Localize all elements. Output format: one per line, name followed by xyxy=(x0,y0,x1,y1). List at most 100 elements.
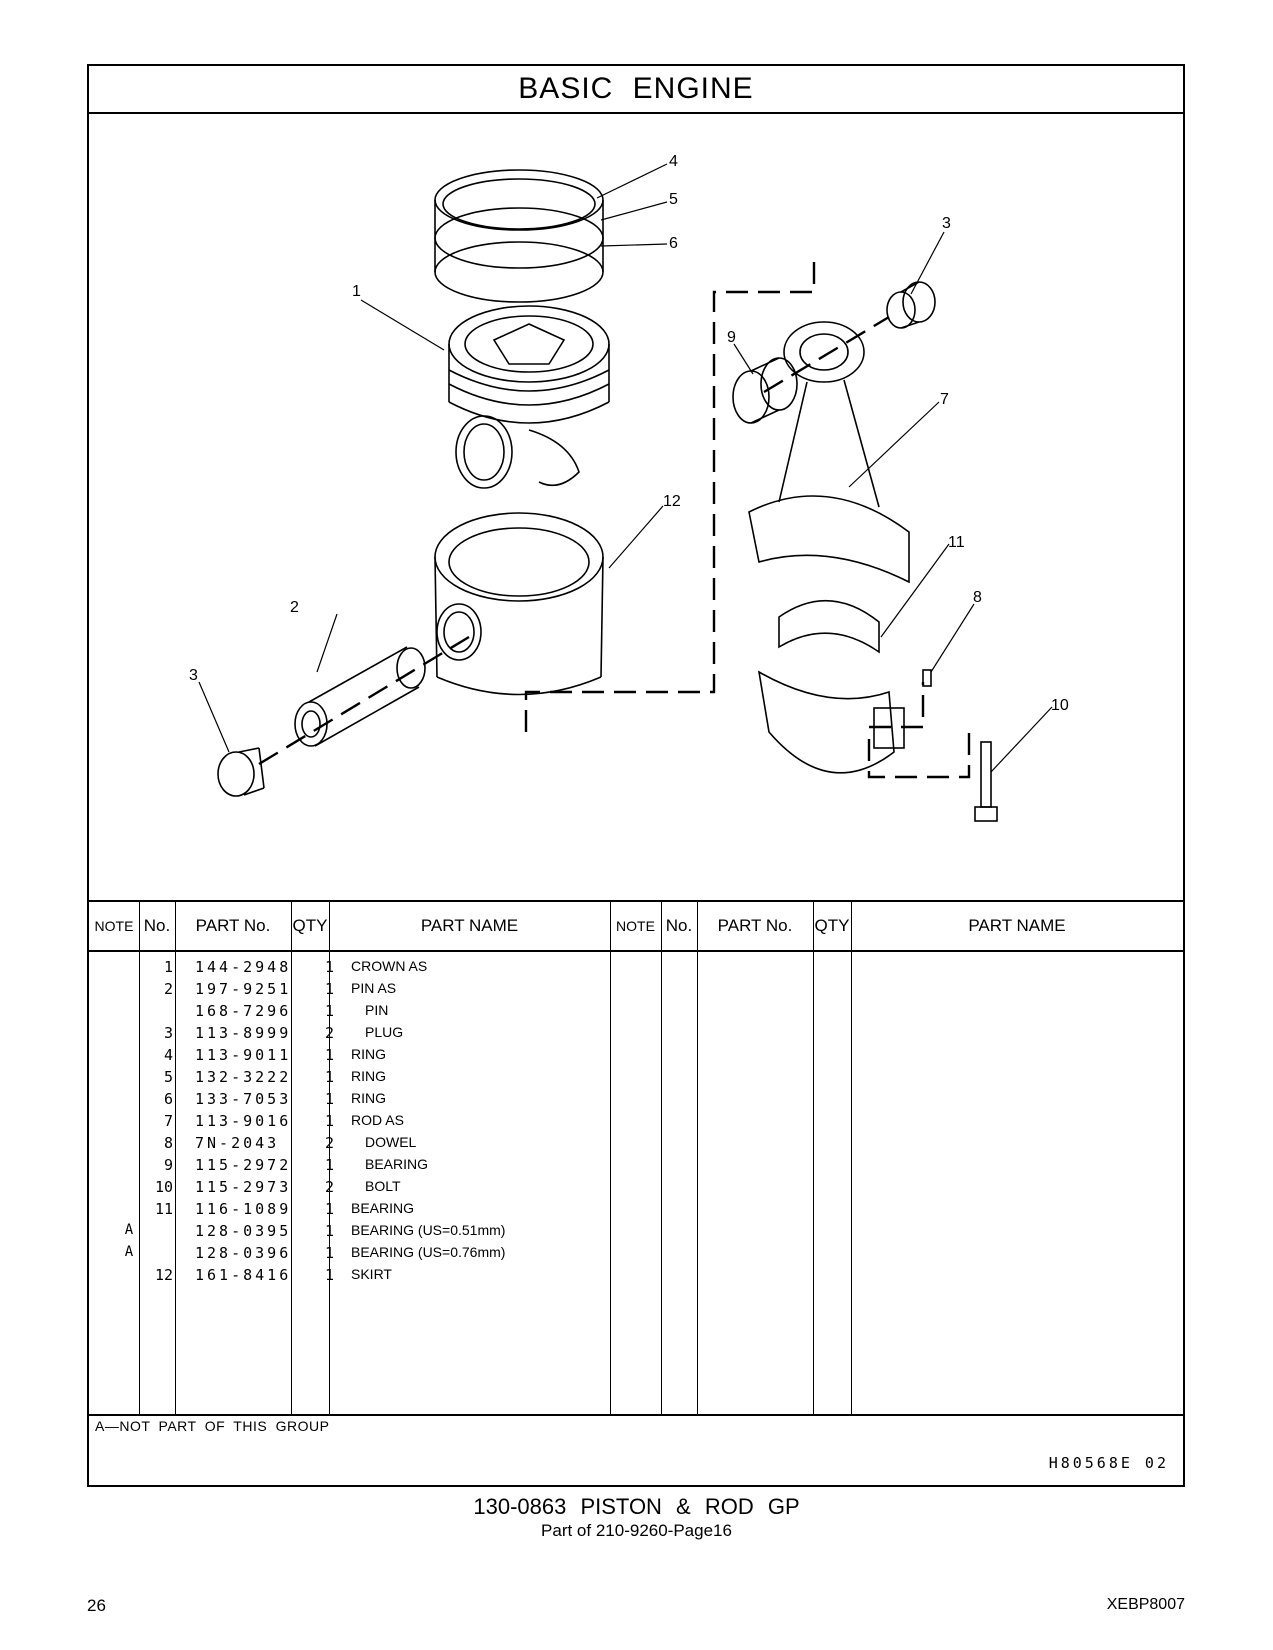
row-quantity: 2 xyxy=(324,1178,334,1196)
row-note: A xyxy=(124,1244,134,1260)
table-row: 5 132-3222 1 RING xyxy=(89,1068,639,1091)
row-part-name: CROWN AS xyxy=(351,958,428,974)
page-title: BASIC ENGINE xyxy=(89,66,1183,114)
col-header-part-name: PART NAME xyxy=(420,916,519,935)
table-row: 6 133-7053 1 RING xyxy=(89,1090,639,1113)
col-header-no-2: No. xyxy=(665,916,693,935)
header-divider xyxy=(89,950,1183,952)
drawing-number: H80568E 02 xyxy=(1048,1454,1169,1472)
connecting-rod-illustration xyxy=(748,321,910,584)
col-header-part-name-2: PART NAME xyxy=(968,916,1066,935)
callout-7: 7 xyxy=(940,391,949,408)
callout-3-right: 3 xyxy=(942,215,951,232)
row-item-number: 2 xyxy=(163,980,173,998)
row-quantity: 1 xyxy=(324,1222,334,1240)
callout-11: 11 xyxy=(948,534,965,551)
col-header-note: NOTE xyxy=(94,918,134,934)
callout-12: 12 xyxy=(663,493,681,510)
row-part-number: 161-8416 xyxy=(195,1266,292,1284)
row-item-number: 5 xyxy=(163,1068,173,1086)
row-part-number: 115-2973 xyxy=(195,1178,292,1196)
row-quantity: 1 xyxy=(324,1068,334,1086)
row-part-name: PIN xyxy=(365,1002,389,1018)
row-quantity: 1 xyxy=(324,1200,334,1218)
row-quantity: 1 xyxy=(324,980,334,998)
row-quantity: 1 xyxy=(324,1266,334,1284)
row-item-number: 10 xyxy=(154,1178,173,1196)
col-header-qty-2: QTY xyxy=(814,916,850,935)
row-part-number: 113-9011 xyxy=(195,1046,292,1064)
callout-6: 6 xyxy=(669,235,678,252)
row-quantity: 1 xyxy=(324,1046,334,1064)
row-part-name: PLUG xyxy=(365,1024,404,1040)
rod-bearing-and-cap-illustration xyxy=(757,599,905,774)
row-part-number: 144-2948 xyxy=(195,958,292,976)
row-item-number: 6 xyxy=(163,1090,173,1108)
dowel-illustration xyxy=(922,669,932,687)
col-header-no: No. xyxy=(143,916,171,935)
row-part-number: 116-1089 xyxy=(195,1200,292,1218)
row-quantity: 1 xyxy=(324,1090,334,1108)
row-part-number: 133-7053 xyxy=(195,1090,292,1108)
row-quantity: 2 xyxy=(324,1134,334,1152)
callout-2: 2 xyxy=(290,599,299,616)
row-part-number: 128-0396 xyxy=(195,1244,292,1262)
table-row: 2 197-9251 1 PIN AS xyxy=(89,980,639,1003)
row-part-name: BEARING xyxy=(365,1156,429,1172)
row-item-number: 12 xyxy=(154,1266,173,1284)
row-part-name: PIN AS xyxy=(351,980,397,996)
page-number: 26 xyxy=(87,1596,106,1615)
row-part-name: SKIRT xyxy=(351,1266,392,1282)
row-part-name: ROD AS xyxy=(351,1112,404,1128)
callout-10: 10 xyxy=(1051,697,1069,714)
row-quantity: 1 xyxy=(324,1156,334,1174)
parts-page-frame: BASIC ENGINE xyxy=(87,64,1185,1487)
cap-bolt-illustration xyxy=(974,741,998,822)
row-quantity: 1 xyxy=(324,1112,334,1130)
row-part-name: RING xyxy=(351,1068,386,1084)
row-part-number: 113-8999 xyxy=(195,1024,292,1042)
table-row: 11 116-1089 1 BEARING xyxy=(89,1200,639,1223)
row-part-name: BEARING (US=0.76mm) xyxy=(351,1244,506,1260)
row-part-name: BEARING (US=0.51mm) xyxy=(351,1222,506,1238)
row-note: A xyxy=(124,1222,134,1238)
table-row: 4 113-9011 1 RING xyxy=(89,1046,639,1069)
row-part-number: 115-2972 xyxy=(195,1156,292,1174)
piston-rings-illustration xyxy=(434,169,604,303)
row-quantity: 1 xyxy=(324,958,334,976)
callout-4: 4 xyxy=(669,153,678,170)
callout-9: 9 xyxy=(727,329,736,346)
row-part-name: BEARING xyxy=(351,1200,415,1216)
table-row: A 128-0396 1 BEARING (US=0.76mm) xyxy=(89,1244,639,1267)
col-header-qty: QTY xyxy=(292,916,328,935)
callout-3-left: 3 xyxy=(189,667,198,684)
table-row: 1 144-2948 1 CROWN AS xyxy=(89,958,639,981)
parts-table: NOTE No. PART No. QTY PART NAME NOTE No.… xyxy=(89,900,1183,1416)
row-item-number: 11 xyxy=(154,1200,173,1218)
row-quantity: 2 xyxy=(324,1024,334,1042)
row-item-number: 7 xyxy=(163,1112,173,1130)
document-code: XEBP8007 xyxy=(1106,1596,1185,1613)
row-part-number: 132-3222 xyxy=(195,1068,292,1086)
row-part-number: 7N-2043 xyxy=(195,1134,280,1152)
row-quantity: 1 xyxy=(324,1002,334,1020)
col-header-part-no-2: PART No. xyxy=(717,916,793,935)
pin-plug-left-illustration xyxy=(217,747,265,797)
row-quantity: 1 xyxy=(324,1244,334,1262)
footnote: A—NOT PART OF THIS GROUP xyxy=(95,1418,330,1434)
row-item-number: 4 xyxy=(163,1046,173,1064)
row-item-number: 1 xyxy=(163,958,173,976)
group-title: 130-0863 PISTON & ROD GP xyxy=(473,1494,800,1519)
row-part-name: RING xyxy=(351,1090,386,1106)
group-subtitle: Part of 210-9260-Page16 xyxy=(541,1521,732,1540)
row-part-number: 197-9251 xyxy=(195,980,292,998)
row-part-name: RING xyxy=(351,1046,386,1062)
row-part-name: DOWEL xyxy=(365,1134,417,1150)
exploded-parts-diagram: 4 5 6 1 2 3 3 9 7 12 11 8 10 xyxy=(89,112,1183,900)
col-header-part-no: PART No. xyxy=(195,916,271,935)
